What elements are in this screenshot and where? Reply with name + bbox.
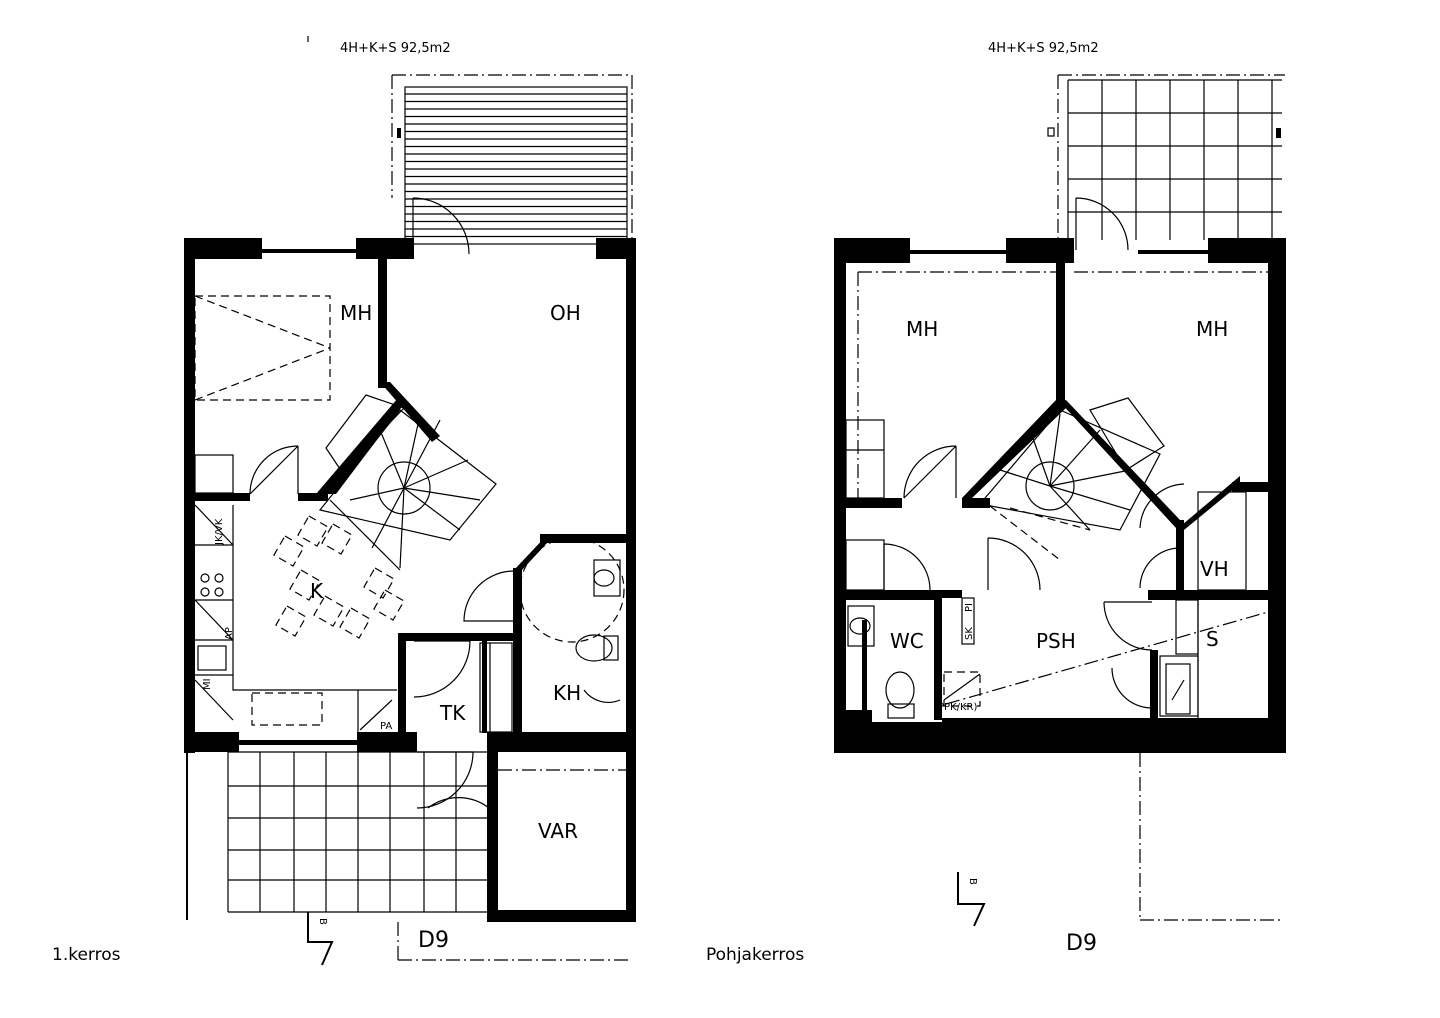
fixture-label-ap: AP xyxy=(224,627,235,640)
balcony xyxy=(391,74,633,245)
room-label-k: K xyxy=(310,579,324,603)
room-label-mh-left: MH xyxy=(906,317,938,341)
room-label-oh: OH xyxy=(550,301,581,325)
fixture-label-mi: MI xyxy=(202,678,213,690)
fixture-label-sk: SK xyxy=(964,627,975,640)
fixture-label-pa: PA xyxy=(380,721,392,732)
room-label-wc: WC xyxy=(890,629,924,653)
room-label-vh: VH xyxy=(1200,557,1229,581)
left-floor-plan: 4H+K+S 92,5m2 xyxy=(52,36,636,966)
left-section-mark: D9 xyxy=(418,928,449,953)
left-section-letter: B xyxy=(317,918,328,925)
room-label-mh-right: MH xyxy=(1196,317,1228,341)
wc-fixtures xyxy=(847,605,915,719)
left-doors xyxy=(249,197,515,809)
psh-fixtures xyxy=(943,597,981,707)
fixture-label-ppk-kr: PPK/KR) xyxy=(938,702,977,713)
left-staircase xyxy=(318,394,497,571)
left-outer-walls xyxy=(184,238,636,922)
right-caption: Pohjakerros xyxy=(706,945,804,965)
room-label-s: S xyxy=(1206,627,1219,651)
right-section-marker: B xyxy=(957,872,986,927)
bathroom-fixtures xyxy=(519,537,625,703)
right-area-label: 4H+K+S 92,5m2 xyxy=(988,41,1099,56)
right-interior-walls xyxy=(846,258,1272,720)
storage-fixtures xyxy=(1159,491,1247,718)
bed xyxy=(194,295,331,401)
fixture-label-jk-vk: JK/VK xyxy=(214,518,225,546)
left-section-marker: B xyxy=(307,912,334,966)
room-label-var: VAR xyxy=(538,819,578,843)
right-section-mark: D9 xyxy=(1066,931,1097,956)
right-doors xyxy=(883,197,1185,709)
fixture-label-pi: PI xyxy=(964,603,975,612)
terrace xyxy=(227,751,489,913)
left-caption: 1.kerros xyxy=(52,945,121,965)
right-floor-plan: 4H+K+S 92,5m2 xyxy=(706,41,1286,965)
left-interior-walls xyxy=(195,252,630,738)
kitchen-counter xyxy=(194,504,397,732)
right-outer-walls xyxy=(834,238,1286,753)
right-section-letter: B xyxy=(967,878,978,885)
room-label-psh: PSH xyxy=(1036,629,1076,653)
right-staircase xyxy=(978,397,1165,561)
upper-terrace xyxy=(1047,74,1285,240)
room-label-tk: TK xyxy=(439,701,466,725)
room-label-mh: MH xyxy=(340,301,372,325)
left-area-label: 4H+K+S 92,5m2 xyxy=(340,41,451,56)
room-label-kh: KH xyxy=(553,681,581,705)
dining-chairs xyxy=(273,515,405,639)
